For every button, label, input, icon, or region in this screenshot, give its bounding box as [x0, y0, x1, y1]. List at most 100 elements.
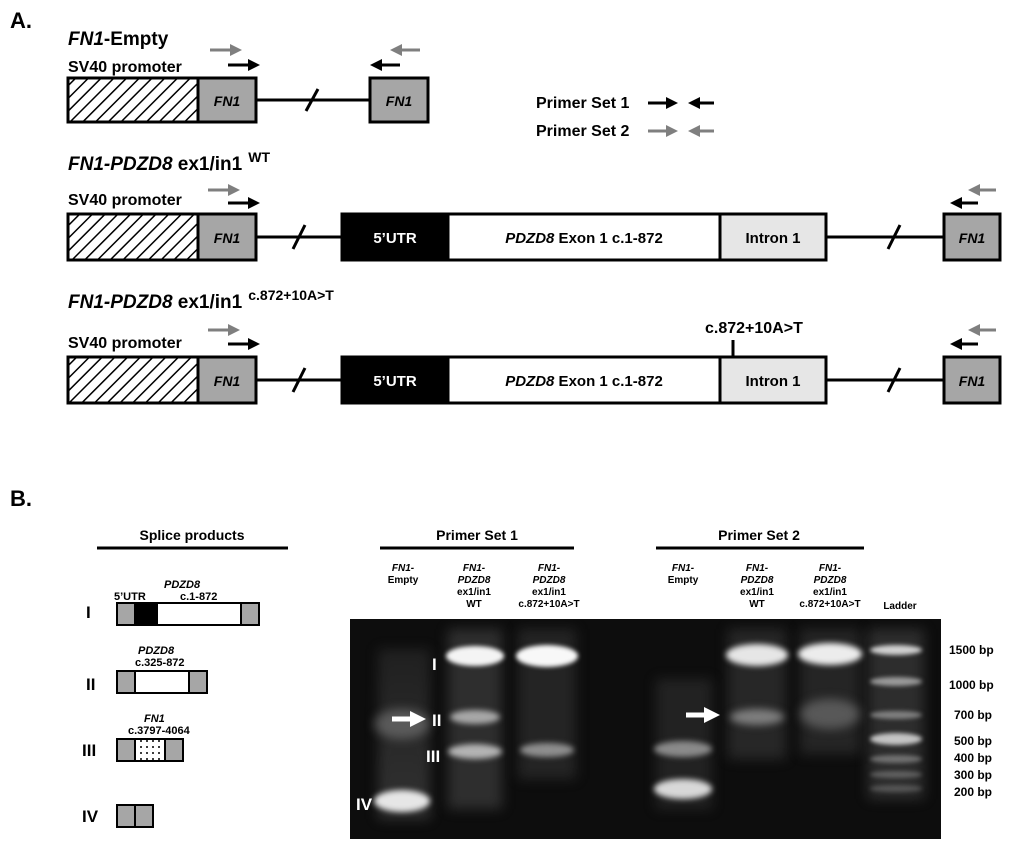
primer-set2-forward-arrow [208, 324, 240, 336]
band-set2-empty-IV [654, 779, 712, 799]
svg-text:PDZD8: PDZD8 [741, 575, 774, 586]
fn1-exon-left [196, 76, 258, 124]
pdzd8-exon1-box [446, 212, 722, 262]
fn1-exon-right [942, 212, 1002, 262]
band-set2-mut-smear [800, 699, 860, 729]
size-1500: 1500 bp [949, 643, 994, 657]
svg-text:FN1-: FN1- [538, 563, 561, 574]
product-III-gene: FN1 [144, 713, 165, 725]
break-mark-right [886, 367, 902, 393]
utr-box [340, 355, 450, 405]
mutation-label: c.872+10A>T [705, 320, 803, 337]
product-I-utr: 5’UTR [114, 591, 146, 603]
construct1-title: FN1-Empty [68, 29, 169, 50]
size-500: 500 bp [954, 734, 992, 748]
product-I-fn1-right [240, 602, 260, 626]
utr-box [340, 212, 450, 262]
primer-set2-forward-arrow [208, 184, 240, 196]
primer-set2-forward-arrow [210, 44, 242, 56]
product-II-numeral: II [86, 675, 95, 694]
primer-set2-header: Primer Set 2 [718, 527, 800, 543]
svg-text:ex1/in1: ex1/in1 [813, 587, 847, 598]
splice-product-I: PDZD8 5’UTR c.1-872 I [86, 579, 260, 626]
ladder-size-labels: 1500 bp 1000 bp 700 bp 500 bp 400 bp 300… [949, 643, 994, 799]
lane-label-set2-wt: FN1- PDZD8 ex1/in1 WT [740, 563, 774, 610]
svg-text:FN1-: FN1- [819, 563, 842, 574]
pdzd8-exon1-box [446, 355, 722, 405]
svg-text:FN1-: FN1- [463, 563, 486, 574]
product-I-numeral: I [86, 603, 91, 622]
ladder-band-1500 [870, 645, 922, 655]
fn1-exon-right [942, 355, 1002, 405]
break-mark-left [291, 224, 307, 250]
ladder-band-500 [870, 733, 922, 745]
utr-label: 5’UTR [373, 373, 417, 390]
splice-products-header: Splice products [139, 527, 244, 543]
svg-text:PDZD8: PDZD8 [814, 575, 847, 586]
fn1-exon-left-label: FN1 [214, 230, 241, 246]
lane-label-set2-mutant: FN1- PDZD8 ex1/in1 c.872+10A>T [799, 563, 860, 610]
primer-set1-reverse-arrow [370, 59, 400, 71]
ladder-band-1000 [870, 677, 922, 686]
product-III-range: c.3797-4064 [128, 725, 191, 737]
svg-text:c.872+10A>T: c.872+10A>T [799, 599, 860, 610]
svg-text:Empty: Empty [668, 575, 699, 586]
white-arrow-set1-II [392, 711, 426, 727]
splice-products: Splice products PDZD8 5’UTR c.1-872 I PD… [82, 527, 288, 828]
utr-label: 5’UTR [373, 230, 417, 247]
construct2-promoter-label: SV40 promoter [68, 192, 182, 209]
break-mark-left [291, 367, 307, 393]
splice-product-IV: IV [82, 804, 154, 828]
product-III-fn1-right [164, 738, 184, 762]
svg-text:ex1/in1: ex1/in1 [457, 587, 491, 598]
legend-primer-set1: Primer Set 1 [536, 95, 629, 112]
svg-text:FN1-: FN1- [746, 563, 769, 574]
break-mark [304, 88, 320, 112]
lane-label-set1-wt: FN1- PDZD8 ex1/in1 WT [457, 563, 491, 610]
band-set1-empty-faint [374, 709, 430, 739]
gel-image [350, 619, 941, 839]
primer-set2-reverse-arrow [968, 184, 996, 196]
size-700: 700 bp [954, 708, 992, 722]
svg-text:PDZD8: PDZD8 [458, 575, 491, 586]
band-set2-wt-I [726, 644, 788, 666]
break-mark-right [886, 224, 902, 250]
legend-set2-forward-arrow [648, 125, 678, 137]
svg-text:FN1-: FN1- [672, 563, 695, 574]
primer-legend: Primer Set 1 Primer Set 2 [536, 95, 714, 140]
fn1-exon-left [196, 212, 258, 262]
legend-primer-set2: Primer Set 2 [536, 123, 629, 140]
gel-numeral-I: I [432, 655, 437, 674]
band-set1-mut-III [520, 743, 574, 757]
lane-label-set1-mutant: FN1- PDZD8 ex1/in1 c.872+10A>T [518, 563, 579, 610]
panel-b-label: B. [10, 486, 32, 511]
svg-text:Empty: Empty [388, 575, 419, 586]
band-set2-wt-II [730, 709, 784, 725]
product-I-gene: PDZD8 [164, 579, 201, 591]
primer-set2-reverse-arrow [968, 324, 996, 336]
size-1000: 1000 bp [949, 678, 994, 692]
ladder-band-300 [870, 771, 922, 778]
fn1-exon-left-label: FN1 [214, 93, 241, 109]
intron1-box [718, 355, 828, 405]
product-IV-numeral: IV [82, 807, 99, 826]
pdzd8-exon1-label: PDZD8 Exon 1 c.1-872 [505, 230, 663, 247]
svg-text:c.872+10A>T: c.872+10A>T [518, 599, 579, 610]
primer-set1-reverse-arrow [950, 338, 978, 350]
lane-label-set2-empty: FN1- Empty [668, 563, 699, 586]
product-II-range: c.325-872 [135, 657, 185, 669]
primer-set1-header: Primer Set 1 [436, 527, 518, 543]
fn1-exon-right-label: FN1 [959, 373, 986, 389]
band-set2-mut-I [798, 643, 862, 665]
fn1-exon-right-label: FN1 [386, 93, 413, 109]
lane-label-ladder: Ladder [883, 601, 916, 612]
legend-set1-reverse-arrow [688, 97, 714, 109]
product-III-fn1-left [116, 738, 136, 762]
intron1-label: Intron 1 [746, 230, 801, 247]
primer-set1-forward-arrow [228, 197, 260, 209]
